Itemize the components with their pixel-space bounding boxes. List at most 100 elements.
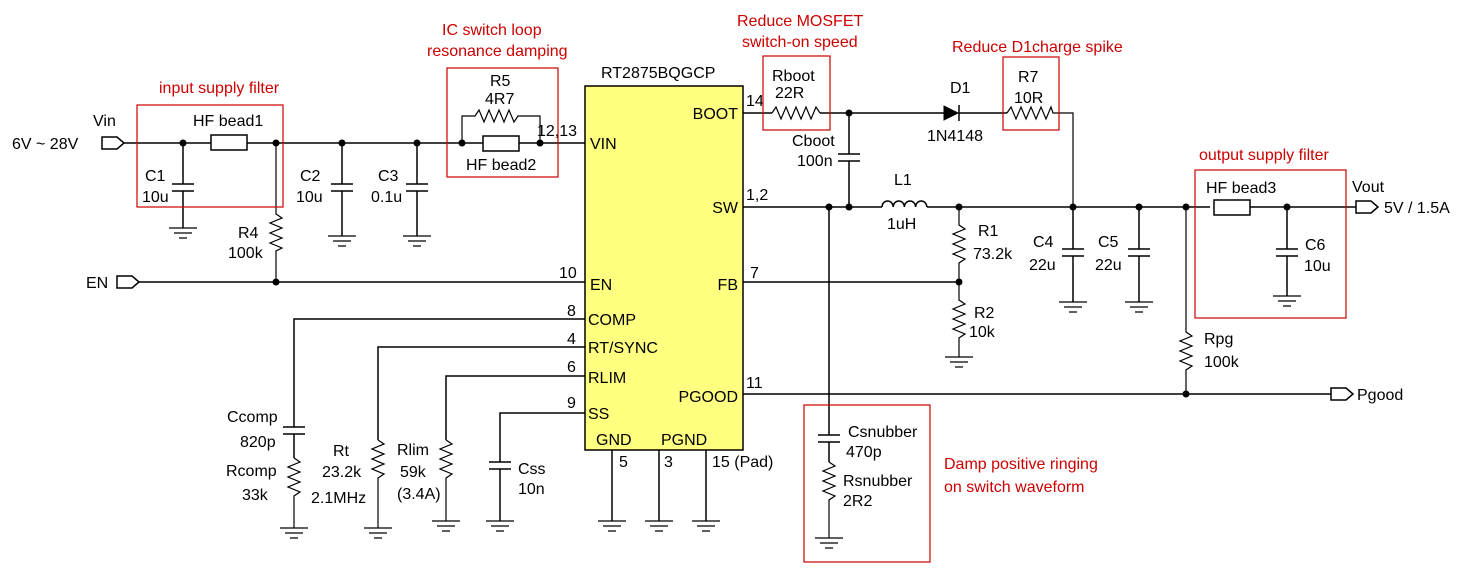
rt-ref: Rt (333, 443, 350, 460)
rpg-value: 100k (1204, 354, 1240, 371)
rsnubber-ref: Rsnubber (843, 473, 913, 490)
pin-num-comp: 8 (567, 303, 576, 320)
vout-port-name: Vout (1352, 179, 1385, 196)
c1-symbol (172, 143, 194, 228)
c6-ground-icon (1273, 295, 1301, 307)
rlim-ref: Rlim (397, 442, 429, 459)
annotation-box-output-filter (1194, 169, 1347, 319)
ic-pin-label-gnd: GND (596, 432, 632, 449)
annotation-d1-spike: Reduce D1charge spike (952, 39, 1123, 56)
rlim-note: (3.4A) (397, 486, 441, 503)
c3-value: 0.1u (371, 189, 402, 206)
ccomp-ref: Ccomp (227, 409, 278, 426)
ic-body (584, 85, 744, 451)
c2-ref: C2 (300, 168, 321, 185)
l1-ref: L1 (894, 172, 912, 189)
pin-num-sw: 1,2 (746, 187, 768, 204)
rboot-value: 22R (775, 85, 804, 102)
hf-bead3-label: HF bead3 (1206, 180, 1276, 197)
ic-pin-label-en: EN (590, 277, 612, 294)
hf-bead2 (482, 135, 520, 152)
r2-ref: R2 (974, 305, 995, 322)
ic-pin-label-pgood: PGOOD (678, 389, 738, 406)
annotation-box-input-filter (136, 104, 284, 208)
en-port-symbol (116, 275, 141, 289)
rt-symbol (370, 439, 386, 528)
pin-num-pgnd: 3 (664, 454, 673, 471)
rpg-ref: Rpg (1204, 331, 1233, 348)
annotation-ic-damping-1: IC switch loop (442, 22, 542, 39)
d1-value: 1N4148 (927, 128, 983, 145)
d1-diode-icon (943, 105, 960, 121)
hf-bead3 (1213, 199, 1251, 216)
rboot-ref: Rboot (772, 68, 815, 85)
ccomp-value: 820p (240, 434, 276, 451)
pin-num-ss: 9 (567, 395, 576, 412)
rlim-wire (445, 375, 585, 440)
r5-symbol (461, 108, 541, 143)
ss-wire (499, 412, 585, 462)
rcomp-symbol (286, 457, 302, 528)
rt-wire (377, 346, 585, 440)
rcomp-ref: Rcomp (226, 463, 277, 480)
cboot-symbol (838, 113, 860, 207)
annotation-mosfet-1: Reduce MOSFET (737, 13, 863, 30)
cboot-ref: Cboot (792, 133, 835, 150)
pin-num-en: 10 (559, 265, 577, 282)
c5-ref: C5 (1098, 234, 1119, 251)
css-value: 10n (518, 481, 545, 498)
ic-pin-label-boot: BOOT (693, 106, 739, 123)
vin-port-name: Vin (93, 113, 116, 130)
l1-value: 1uH (887, 216, 916, 233)
r1-ref: R1 (978, 223, 999, 240)
d1-ref: D1 (950, 80, 971, 97)
r4-value: 100k (228, 245, 264, 262)
pgood-port-name: Pgood (1357, 387, 1403, 404)
rpg-symbol (1178, 207, 1194, 394)
annotation-snubber-2: on switch waveform (944, 479, 1085, 496)
ic-pin-label-sw: SW (712, 200, 739, 217)
c2-ground-icon (328, 235, 356, 247)
hf-bead1 (210, 134, 248, 151)
r7-symbol (1006, 105, 1074, 207)
ic-name: RT2875BQGCP (601, 65, 715, 82)
c3-ground-icon (403, 235, 431, 247)
annotation-box-mosfet (762, 55, 831, 131)
c4-symbol (1062, 207, 1084, 302)
r5-ref: R5 (490, 73, 511, 90)
rlim-value: 59k (400, 464, 427, 481)
l1-inductor-icon (881, 200, 928, 208)
r7-ref: R7 (1018, 69, 1039, 86)
pin-num-boot: 14 (746, 93, 764, 110)
annotation-box-d1-spike (1002, 56, 1060, 131)
ic-pin-label-comp: COMP (588, 312, 636, 329)
rt-ground-icon (364, 527, 392, 539)
annotation-ic-damping-2: resonance damping (427, 43, 568, 60)
csnubber-value: 470p (846, 444, 882, 461)
c3-ref: C3 (378, 168, 399, 185)
pin-num-vin: 12,13 (537, 123, 577, 140)
c5-symbol (1128, 207, 1150, 302)
ic-pin-label-rt: RT/SYNC (588, 340, 658, 357)
c5-ground-icon (1125, 301, 1153, 313)
ic-pin-label-vin: VIN (590, 136, 617, 153)
annotation-snubber-1: Damp positive ringing (944, 456, 1098, 473)
rcomp-value: 33k (242, 487, 269, 504)
csnubber-ref: Csnubber (848, 424, 918, 441)
pin-num-pad: 15 (Pad) (712, 454, 773, 471)
r2-symbol (951, 282, 967, 357)
c2-symbol (331, 143, 353, 236)
comp-wire (293, 318, 585, 427)
comp-ground-icon (280, 527, 308, 539)
cboot-value: 100n (797, 153, 833, 170)
junction-cboot-bottom (845, 203, 853, 211)
c1-ground-icon (169, 227, 197, 239)
rt-note: 2.1MHz (311, 490, 366, 507)
r4-ref: R4 (238, 225, 259, 242)
css-ref: Css (518, 461, 546, 478)
r1-value: 73.2k (973, 246, 1013, 263)
csnubber-symbol (818, 434, 840, 462)
hf-bead2-label: HF bead2 (466, 157, 536, 174)
r2-ground-icon (945, 356, 973, 368)
pad-pin-ground-icon (692, 520, 720, 532)
